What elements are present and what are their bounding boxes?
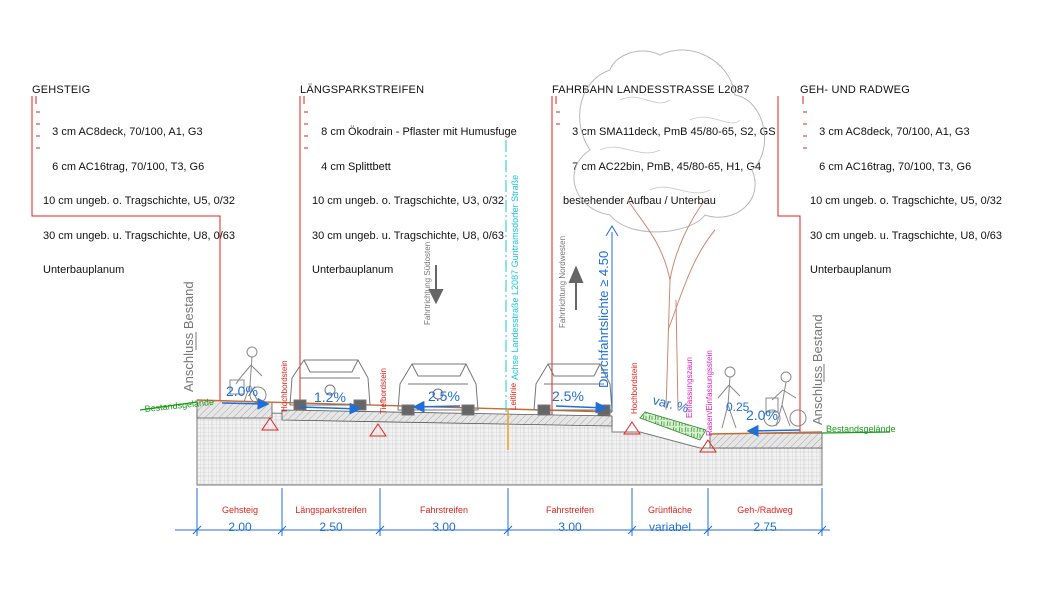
layer-item: 10 cm ungeb. o. Tragschichte, U3, 0/32: [312, 195, 505, 207]
slope-label: 2.5%: [428, 388, 460, 404]
layer-item: 3 cm AC8deck, 70/100, A1, G3: [810, 126, 970, 138]
header-laengsparkstreifen: LÄNGSPARKSTREIFEN: [300, 84, 425, 96]
layer-item: bestehender Aufbau / Unterbau: [563, 195, 716, 207]
layer-item: 10 cm ungeb. o. Tragschichte, U5, 0/32: [810, 195, 1003, 207]
slope-label: 2.5%: [552, 388, 584, 404]
anschluss-left-label: Anschluss Bestand: [181, 281, 196, 392]
rasen-einfassungsstein-label: Rasen/Einfassungsstein: [705, 350, 714, 436]
layer-item: 30 cm ungeb. u. Tragschichte, U8, 0/63: [312, 229, 505, 242]
clearance-label: Durchfahrtslichte ≥ 4.50: [596, 251, 611, 388]
segment-width: 2.75: [753, 520, 777, 534]
anschluss-right-label: Anschluss Bestand: [810, 314, 825, 425]
layer-item: 7 cm AC22bin, PmB, 45/80-65, H1, G4: [563, 160, 762, 173]
direction-south-label: Fahrtrichtung Südosten: [423, 242, 432, 325]
bestand-right-label: Bestandsgelände: [826, 424, 896, 434]
layer-item: Unterbauplanum: [312, 264, 394, 276]
axis-label: Achse Landesstraße L2087 Guntramsdorfer …: [510, 175, 520, 380]
layer-item: 3 cm SMA11deck, PmB 45/80-65, S2, GS: [563, 126, 776, 138]
layer-item: 10 cm ungeb. o. Tragschichte, U5, 0/32: [43, 195, 236, 207]
segment-width: 3.00: [432, 520, 456, 534]
slope-label: 0.25: [726, 400, 750, 414]
person-right: [717, 366, 807, 429]
layer-item: Unterbauplanum: [810, 264, 892, 276]
layers-gehsteig: 3 cm AC8deck, 70/100, A1, G3 6 cm AC16tr…: [43, 104, 235, 288]
segment-width: variabel: [649, 520, 691, 534]
segment-label: Längsparkstreifen: [295, 505, 367, 515]
header-geh-radweg: GEH- UND RADWEG: [800, 84, 910, 96]
hochbordstein-label-1: Hochbordstein: [280, 360, 289, 412]
tree-illustration: [573, 49, 766, 411]
person-left: [229, 346, 267, 404]
layer-item: 4 cm Splittbett: [312, 160, 391, 173]
layer-item: 6 cm AC16trag, 70/100, T3, G6: [43, 160, 205, 173]
layers-geh-radweg: 3 cm AC8deck, 70/100, A1, G3 6 cm AC16tr…: [810, 104, 1002, 288]
layers-fahrbahn: 3 cm SMA11deck, PmB 45/80-65, S2, GS 7 c…: [563, 104, 776, 219]
layer-item: Unterbauplanum: [43, 264, 125, 276]
direction-north-label: Fahrtrichtung Nordwesten: [558, 236, 567, 328]
people-illustrations: [229, 346, 807, 429]
segment-label: Fahrstreifen: [420, 505, 468, 515]
segment-label: Gehsteig: [222, 505, 258, 515]
dimension-line: Gehsteig Längsparkstreifen Fahrstreifen …: [175, 488, 830, 536]
segment-width: 3.00: [558, 520, 582, 534]
header-fahrbahn: FAHRBAHN LANDESSTRASSE L2087: [552, 84, 750, 96]
slope-label: 1.2%: [314, 389, 346, 405]
layer-item: 3 cm AC8deck, 70/100, A1, G3: [43, 126, 203, 138]
car-2: [397, 363, 479, 416]
hochbordstein-label-2: Hochbordstein: [630, 362, 639, 414]
segment-width: 2.00: [228, 520, 252, 534]
header-gehsteig: GEHSTEIG: [32, 84, 91, 96]
layer-item: 30 cm ungeb. u. Tragschichte, U8, 0/63: [810, 229, 1003, 242]
layer-item: 6 cm AC16trag, 70/100, T3, G6: [810, 160, 972, 173]
layer-item: 30 cm ungeb. u. Tragschichte, U8, 0/63: [43, 229, 236, 242]
segment-width: 2.50: [319, 520, 343, 534]
slope-label: 2.0%: [226, 383, 258, 399]
segment-label: Grünfläche: [648, 505, 692, 515]
slope-label: 2.0%: [746, 407, 778, 423]
segment-label: Fahrstreifen: [546, 505, 594, 515]
einfassungszaun-label: Einfassungszaun: [685, 357, 694, 418]
segment-label: Geh-/Radweg: [737, 505, 793, 515]
leitlinie-label: Leitlinie: [509, 382, 518, 410]
layers-laengsparkstreifen: 8 cm Ökodrain - Pflaster mit Humusfuge 4…: [312, 104, 517, 288]
pavement-structure: [139, 399, 891, 486]
vertical-annotations: Anschluss Bestand Anschluss Bestand Fahr…: [181, 140, 825, 436]
leader-lines: [31, 96, 807, 452]
layer-item: 8 cm Ökodrain - Pflaster mit Humusfuge: [312, 126, 517, 138]
tiefbordstein-label: Tiefbordstein: [379, 368, 388, 414]
